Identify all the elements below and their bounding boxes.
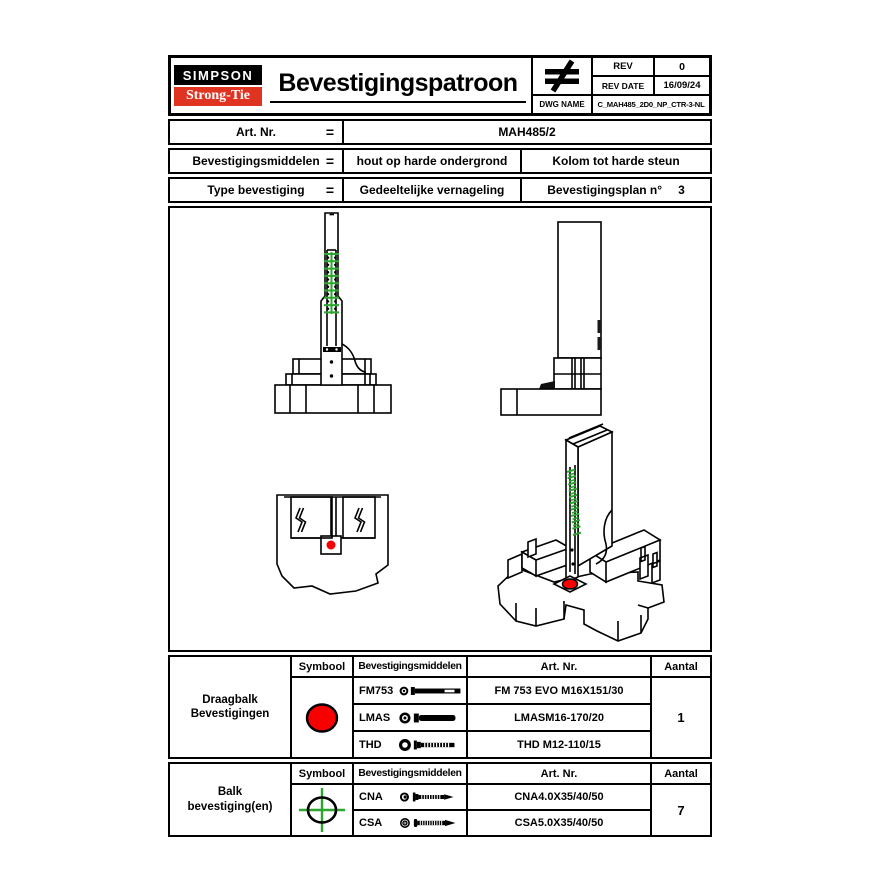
fastener-row-lmas: LMAS (354, 705, 466, 730)
art-nr-lmas: LMASM16-170/20 (468, 705, 650, 730)
vernageling-value: Gedeeltelijke vernageling (344, 179, 520, 201)
art-nr-thd: THD M12-110/15 (468, 732, 650, 757)
section-view-drawing (276, 494, 389, 595)
col-header-aantal: Aantal (652, 657, 710, 676)
bevestigingsmiddelen-label-cell: Bevestigingsmiddelen = (170, 150, 342, 172)
fastener-row-csa: CSA (354, 811, 466, 835)
equals-sign: = (325, 182, 334, 198)
logo-strongtie-text: Strong-Tie (174, 87, 262, 106)
col-header-symbool: Symbool (292, 657, 352, 676)
art-nr-csa: CSA5.0X35/40/50 (468, 811, 650, 835)
not-equal-icon (533, 58, 591, 94)
isometric-view-drawing (497, 423, 665, 642)
fastener-code: THD (359, 738, 382, 751)
drawing-sheet: SIMPSON Strong-Tie Bevestigingspatroon R… (168, 55, 712, 837)
col-header-art-nr: Art. Nr. (468, 657, 650, 676)
fastener-code: CSA (359, 817, 383, 829)
logo-simpson-text: SIMPSON (174, 65, 262, 85)
rev-date-value: 16/09/24 (655, 77, 709, 94)
draagbalk-fastener-table: Draagbalk Bevestigingen Symbool Bevestig… (168, 655, 712, 759)
dwg-name-value: C_MAH485_2D0_NP_CTR-3-NL (593, 96, 709, 113)
balk-group-label: Balk bevestiging(en) (170, 764, 290, 835)
info-row-bevestigingsmiddelen: Bevestigingsmiddelen = hout op harde ond… (168, 148, 712, 174)
balk-fastener-table: Balk bevestiging(en) Symbool Bevestiging… (168, 762, 712, 837)
fastener-code: LMAS (359, 711, 391, 724)
col-header-symbool: Symbool (292, 764, 352, 783)
fastener-row-fm753: FM753 (354, 678, 466, 703)
screw-end-icon (399, 818, 456, 828)
fastener-row-cna: CNA (354, 785, 466, 809)
equals-sign: = (325, 124, 334, 140)
red-circle-symbol-icon (292, 678, 352, 757)
draagbalk-group-label: Draagbalk Bevestigingen (170, 657, 290, 757)
col-header-art-nr: Art. Nr. (468, 764, 650, 783)
screw-end-icon (398, 738, 455, 751)
draagbalk-aantal: 1 (652, 678, 710, 757)
rev-value: 0 (655, 58, 709, 75)
nail-end-icon (399, 792, 454, 802)
rev-label: REV (593, 58, 653, 75)
col-header-bevestigingsmiddelen: Bevestigingsmiddelen (354, 764, 466, 783)
art-nr-cna: CNA4.0X35/40/50 (468, 785, 650, 809)
art-nr-label-cell: Art. Nr. = (170, 121, 342, 143)
drawing-area (168, 206, 712, 652)
kolom-value: Kolom tot harde steun (522, 150, 710, 172)
ondergrond-value: hout op harde ondergrond (344, 150, 520, 172)
fastener-code: FM753 (359, 684, 394, 697)
bolt-end-icon (399, 686, 461, 695)
plan-number: 3 (678, 183, 685, 197)
title-block: SIMPSON Strong-Tie Bevestigingspatroon R… (168, 55, 712, 116)
equals-sign: = (325, 153, 334, 169)
fastener-code: CNA (359, 791, 383, 803)
fastener-row-thd: THD (354, 732, 466, 757)
col-header-aantal: Aantal (652, 764, 710, 783)
simpson-strongtie-logo: SIMPSON Strong-Tie (171, 58, 265, 113)
page-title: Bevestigingspatroon (270, 69, 526, 103)
info-row-art-nr: Art. Nr. = MAH485/2 (168, 119, 712, 145)
bevestigingsplan-cell: Bevestigingsplan n° 3 (522, 179, 710, 201)
art-nr-fm753: FM 753 EVO M16X151/30 (468, 678, 650, 703)
rev-date-label: REV DATE (593, 77, 653, 94)
balk-aantal: 7 (652, 785, 710, 835)
revision-block: REV 0 REV DATE 16/09/24 DWG NAME C_MAH48… (531, 58, 709, 113)
type-bevestiging-label-cell: Type bevestiging = (170, 179, 342, 201)
side-view-drawing (500, 221, 602, 416)
art-nr-value: MAH485/2 (344, 121, 710, 143)
bolt-end-icon (399, 711, 456, 724)
col-header-bevestigingsmiddelen: Bevestigingsmiddelen (354, 657, 466, 676)
green-crosshair-symbol-icon (292, 785, 352, 835)
dwg-name-label: DWG NAME (533, 96, 591, 113)
info-row-type-bevestiging: Type bevestiging = Gedeeltelijke vernage… (168, 177, 712, 203)
front-view-drawing (274, 212, 392, 414)
